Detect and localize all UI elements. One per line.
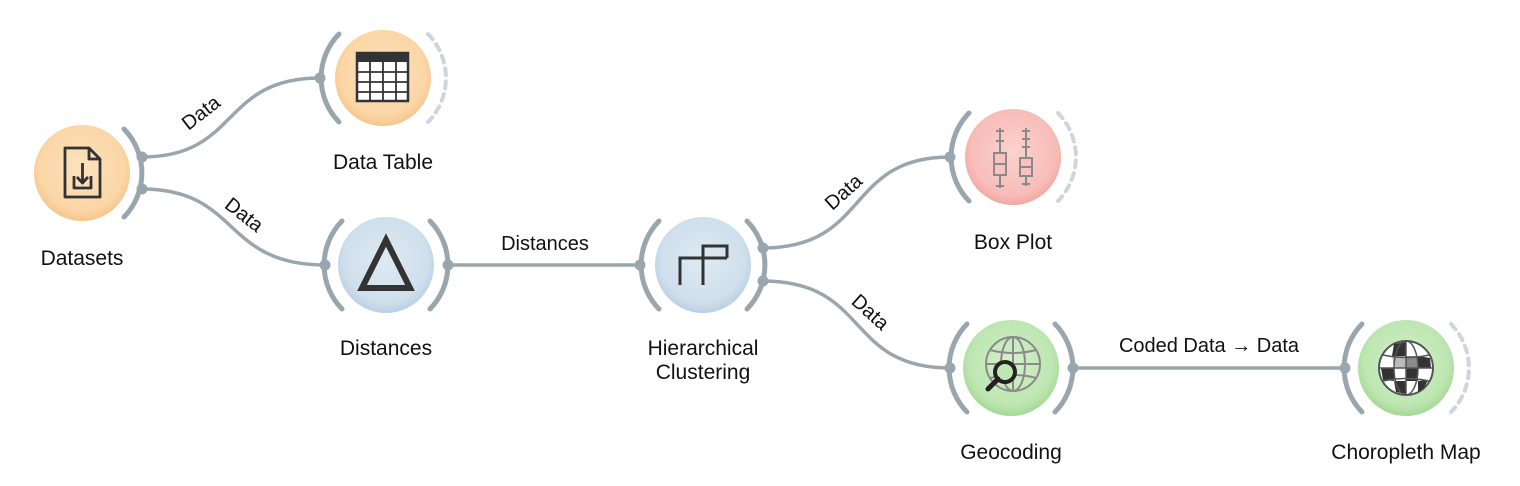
node-choropleth-map-label: Choropleth Map bbox=[1331, 441, 1480, 464]
link-label-clustering-box-plot: Data bbox=[821, 170, 868, 215]
node-distances-label: Distances bbox=[340, 337, 432, 360]
node-clustering-label-line2: Clustering bbox=[656, 361, 751, 384]
box-plot-icon bbox=[993, 128, 1033, 188]
geocoding-input-anchor[interactable] bbox=[944, 362, 956, 374]
file-download-icon bbox=[63, 146, 102, 199]
node-box-plot-label: Box Plot bbox=[974, 231, 1052, 254]
node-box-plot-output-arc bbox=[1056, 111, 1078, 203]
datasets-output-anchor-2[interactable] bbox=[136, 183, 148, 195]
node-distances[interactable]: Distances bbox=[319, 217, 454, 360]
node-box-plot-circle[interactable] bbox=[965, 109, 1061, 205]
choropleth-input-anchor[interactable] bbox=[1339, 362, 1351, 374]
datasets-output-anchor-1[interactable] bbox=[136, 151, 148, 163]
data-table-input-anchor[interactable] bbox=[314, 72, 326, 84]
clustering-output-anchor-2[interactable] bbox=[757, 275, 769, 287]
node-datasets-label: Datasets bbox=[41, 247, 124, 270]
link-datasets-to-distances[interactable]: Data bbox=[141, 187, 326, 267]
node-clustering-output-arc bbox=[744, 218, 768, 312]
link-label-geocoding-choropleth: Coded Data → Data bbox=[1119, 335, 1300, 357]
link-label-clustering-geocoding: Data bbox=[847, 290, 894, 335]
node-box-plot[interactable]: Box Plot bbox=[944, 109, 1078, 254]
clustering-input-anchor[interactable] bbox=[634, 259, 646, 271]
node-hierarchical-clustering[interactable]: Hierarchical Clustering bbox=[634, 217, 769, 384]
clustering-output-anchor-1[interactable] bbox=[757, 242, 769, 254]
node-data-table-label: Data Table bbox=[333, 151, 433, 174]
link-label-distances-clustering: Distances bbox=[501, 233, 589, 255]
link-datasets-to-data-table[interactable]: Data bbox=[141, 76, 321, 159]
node-clustering-label-line1: Hierarchical bbox=[648, 337, 759, 360]
delta-icon bbox=[357, 233, 415, 291]
node-geocoding-label: Geocoding bbox=[960, 441, 1062, 464]
choropleth-globe-icon bbox=[1378, 340, 1434, 396]
link-label-datasets-distances: Data bbox=[220, 194, 268, 238]
link-clustering-to-box-plot[interactable]: Data bbox=[762, 155, 951, 250]
table-icon bbox=[355, 51, 410, 103]
dendrogram-icon bbox=[678, 244, 729, 285]
node-geocoding[interactable]: Geocoding bbox=[944, 320, 1079, 464]
node-choropleth-map[interactable]: Choropleth Map bbox=[1331, 320, 1481, 464]
geocoding-output-anchor[interactable] bbox=[1067, 362, 1079, 374]
link-clustering-to-geocoding[interactable]: Data bbox=[762, 279, 951, 370]
link-geocoding-to-choropleth-map[interactable]: Coded Data → Data bbox=[1073, 335, 1345, 370]
node-distances-circle[interactable] bbox=[338, 217, 434, 313]
node-choropleth-output-arc bbox=[1449, 322, 1471, 414]
distances-output-anchor[interactable] bbox=[442, 259, 454, 271]
distances-input-anchor[interactable] bbox=[319, 259, 331, 271]
box-plot-input-anchor[interactable] bbox=[944, 151, 956, 163]
node-data-table-output-arc bbox=[426, 32, 448, 124]
node-datasets-output-arc bbox=[121, 126, 145, 220]
globe-search-icon bbox=[985, 336, 1041, 392]
node-datasets[interactable]: Datasets bbox=[34, 125, 148, 270]
link-distances-to-clustering[interactable]: Distances bbox=[448, 233, 640, 267]
node-data-table[interactable]: Data Table bbox=[314, 30, 448, 174]
